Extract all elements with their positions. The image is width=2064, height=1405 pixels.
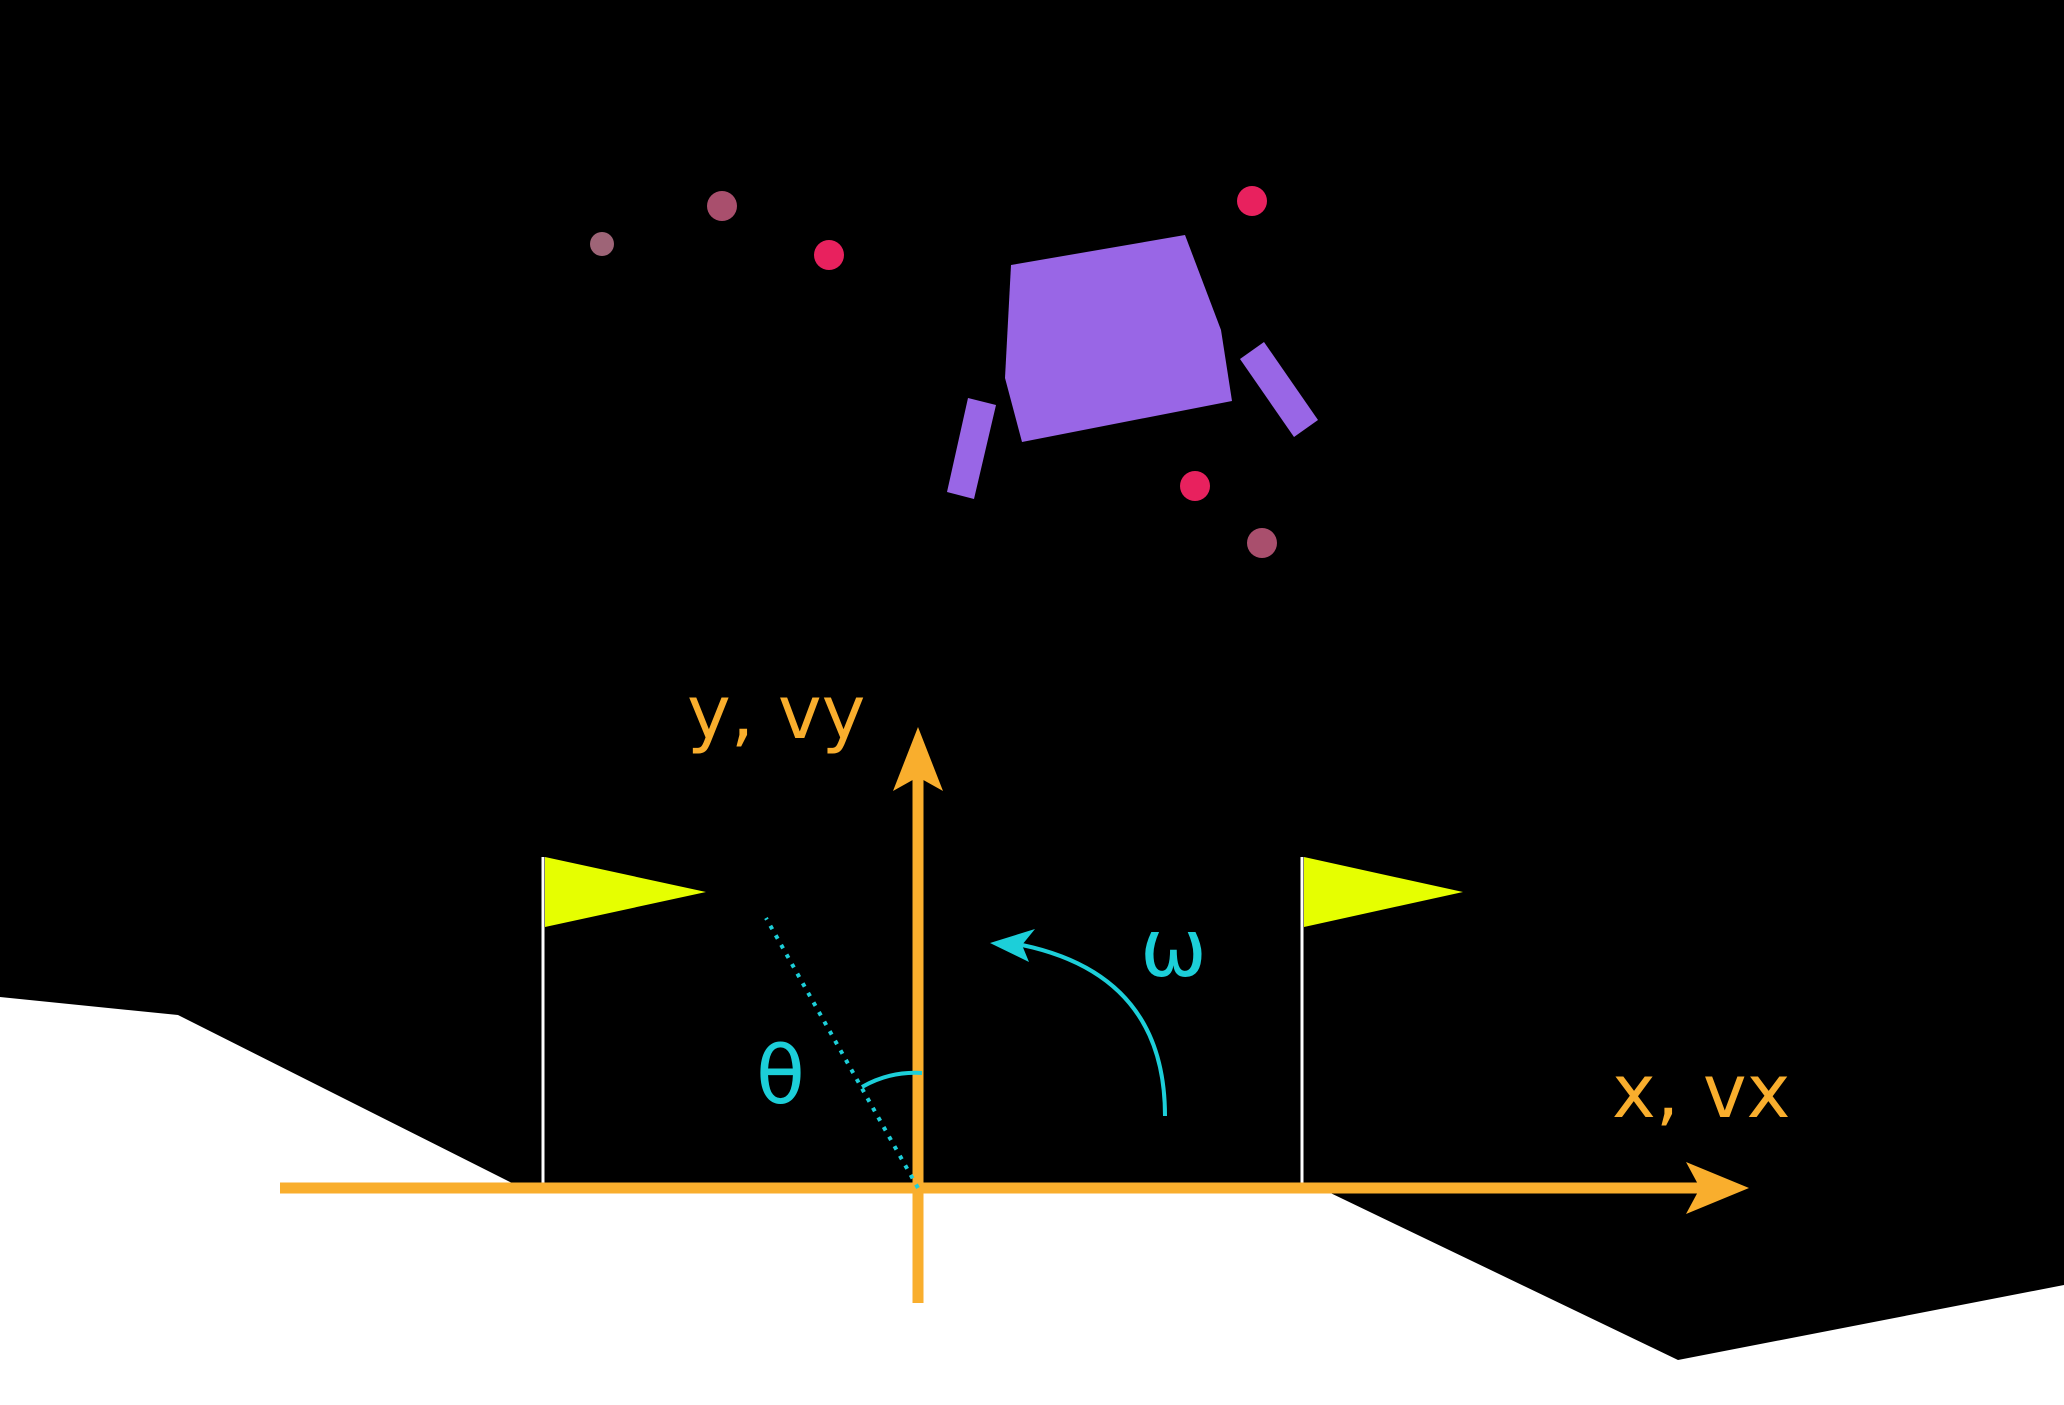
y-axis xyxy=(893,727,943,1303)
flag-banner xyxy=(545,857,706,927)
omega-arrow-icon xyxy=(990,929,1035,962)
particle xyxy=(1237,186,1267,216)
particle xyxy=(707,191,737,221)
theta-label: θ xyxy=(756,1029,805,1122)
x-axis xyxy=(280,1162,1749,1214)
x-axis-arrow-icon xyxy=(1686,1162,1749,1214)
x-axis-label: x, vx xyxy=(1612,1049,1790,1135)
omega-label: ω xyxy=(1140,902,1207,995)
particle xyxy=(1247,528,1277,558)
moon-terrain xyxy=(0,997,2064,1405)
theta-arc xyxy=(861,1070,923,1089)
omega-arc xyxy=(1021,943,1167,1117)
lander-body xyxy=(1005,235,1232,442)
tilt-reference-line xyxy=(764,917,920,1189)
y-axis-label: y, vy xyxy=(687,670,865,756)
flag-banner xyxy=(1304,857,1463,927)
lander-leg-right xyxy=(1240,342,1318,437)
particle xyxy=(1180,471,1210,501)
flag-left xyxy=(541,857,706,1187)
y-axis-arrow-icon xyxy=(893,727,943,791)
flag-right xyxy=(1300,857,1463,1187)
lander xyxy=(947,235,1318,499)
particle xyxy=(814,240,844,270)
particle xyxy=(590,232,614,256)
lander-leg-left xyxy=(947,398,996,499)
